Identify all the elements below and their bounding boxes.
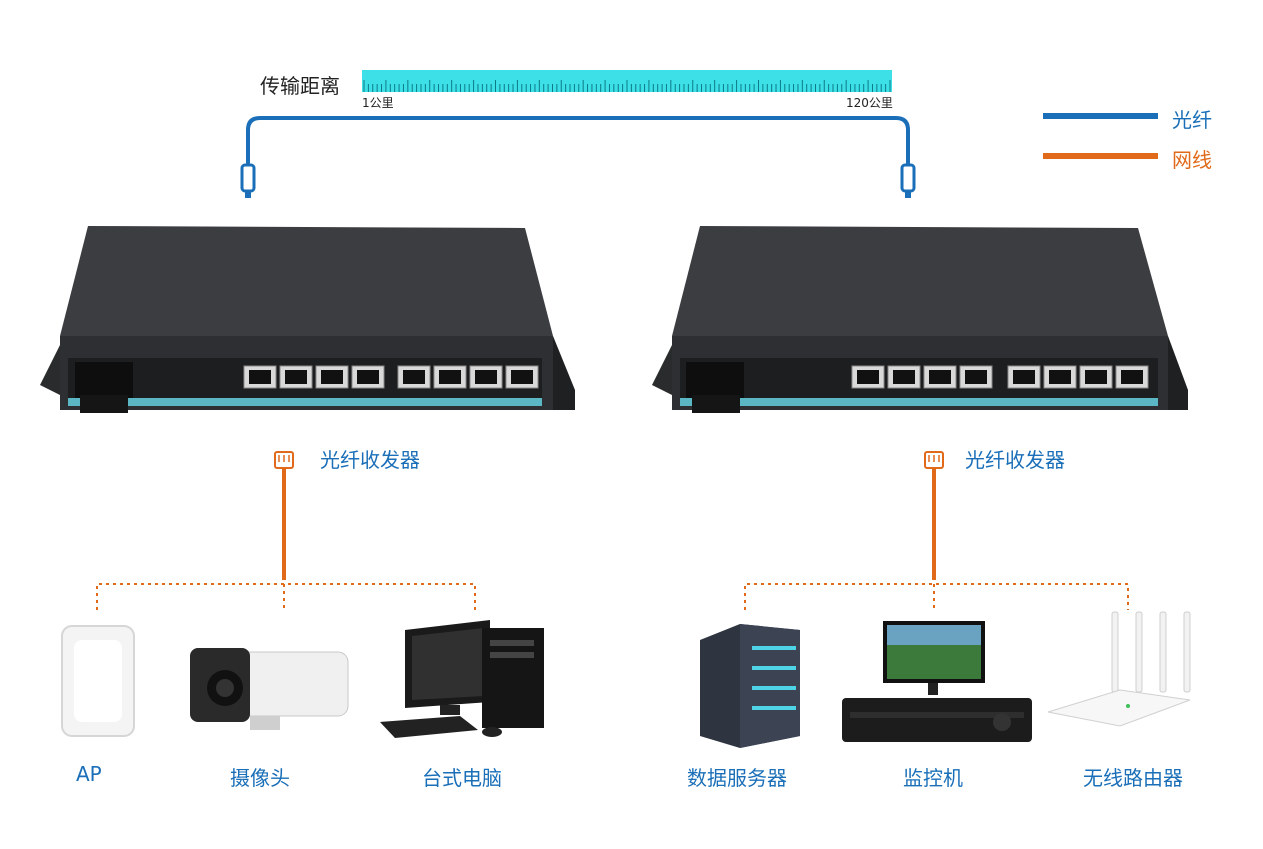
rj45-port-socket (249, 370, 271, 384)
fiber-link-line (246, 116, 910, 170)
converter-left-label: 光纤收发器 (320, 448, 420, 472)
cable-branch-right (744, 583, 1129, 610)
rj45-connector-left (274, 451, 294, 469)
rj45-port-socket (475, 370, 497, 384)
fiber-connector-right (900, 163, 916, 198)
rj45-port-socket (1085, 370, 1107, 384)
rj45-port-socket (511, 370, 533, 384)
ap-device-icon (61, 625, 135, 737)
distance-end-label: 120公里 (846, 96, 893, 110)
fiber-converter-right (652, 226, 1188, 413)
device-label-router: 无线路由器 (1083, 766, 1183, 790)
device-label-server: 数据服务器 (687, 766, 787, 790)
rj45-port-socket (965, 370, 987, 384)
rj45-port-socket (929, 370, 951, 384)
cable-branch-left (96, 583, 476, 610)
legend-cable-label: 网线 (1172, 148, 1212, 172)
router-device-icon (1047, 611, 1191, 727)
monitoring-device-icon (842, 621, 1032, 742)
converter-right-label: 光纤收发器 (965, 448, 1065, 472)
rj45-port-socket (439, 370, 461, 384)
rj45-port-socket (893, 370, 915, 384)
server-device-icon (700, 624, 800, 748)
legend-fiber-label: 光纤 (1172, 108, 1212, 132)
fiber-converter-left (40, 226, 575, 413)
distance-title: 传输距离 (260, 74, 340, 98)
rj45-port-socket (857, 370, 879, 384)
device-label-ap: AP (76, 762, 102, 786)
device-label-camera: 摄像头 (230, 766, 290, 790)
rj45-port-socket (1049, 370, 1071, 384)
fiber-connector-left (240, 163, 256, 198)
rj45-port-socket (1121, 370, 1143, 384)
desktop-pc-icon (380, 620, 544, 738)
rj45-port-socket (285, 370, 307, 384)
rj45-port-socket (1013, 370, 1035, 384)
camera-device-icon (190, 648, 349, 730)
rj45-port-socket (403, 370, 425, 384)
rj45-port-socket (321, 370, 343, 384)
distance-start-label: 1公里 (362, 96, 394, 110)
rj45-port-socket (357, 370, 379, 384)
rj45-connector-right (924, 451, 944, 469)
distance-ruler (362, 70, 892, 92)
device-label-monitor: 监控机 (903, 766, 963, 790)
device-label-desktop: 台式电脑 (422, 766, 502, 790)
